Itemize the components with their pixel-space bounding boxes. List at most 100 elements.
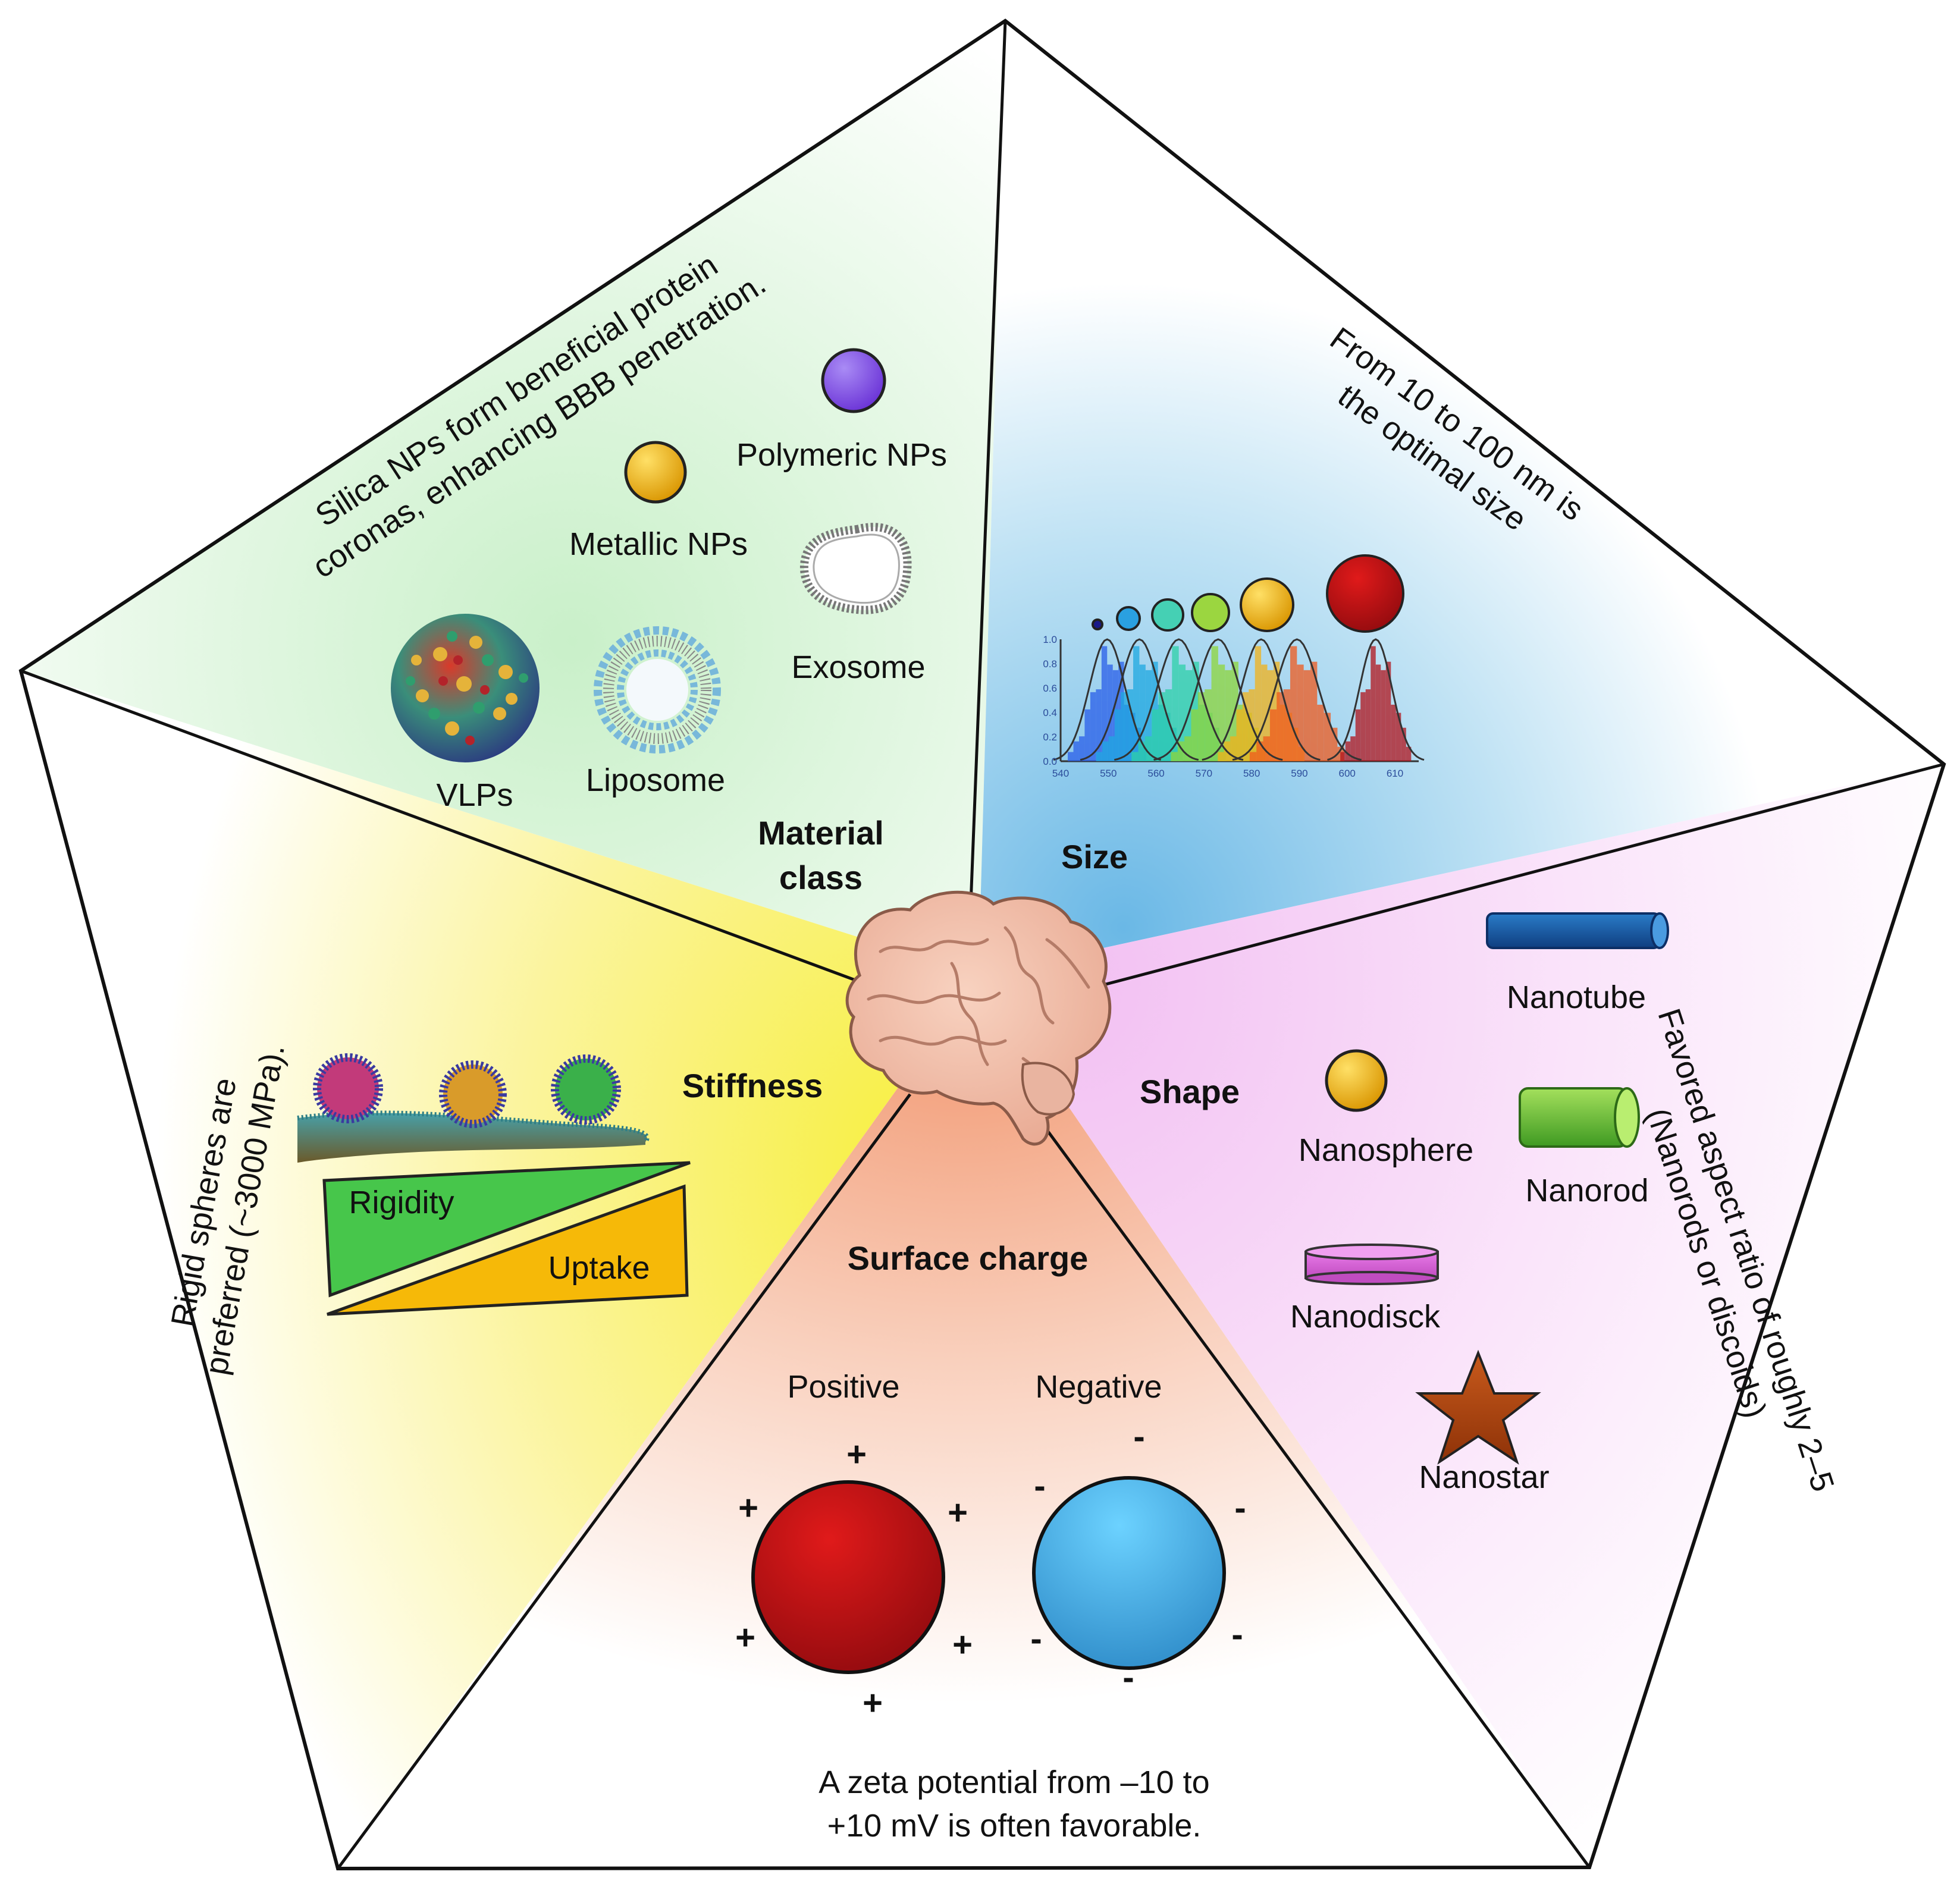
- size-histogram-bar: [1317, 704, 1324, 761]
- size-histogram-bar: [1096, 689, 1102, 761]
- svg-text:-: -: [1034, 1467, 1045, 1505]
- size-histogram-bar: [1090, 692, 1096, 761]
- nanotube-label: Nanotube: [1507, 979, 1646, 1015]
- size-histogram-bar: [1385, 661, 1391, 761]
- size-histogram-bar: [1101, 646, 1108, 761]
- material-class-sector: [21, 21, 1005, 975]
- size-y-tick: 0.2: [1043, 731, 1057, 743]
- nanostar-icon: [1415, 1349, 1541, 1465]
- svg-text:+: +: [735, 1618, 755, 1657]
- size-y-tick: 1.0: [1043, 634, 1057, 645]
- size-histogram-bar: [1345, 741, 1351, 761]
- size-histogram-bar: [1127, 689, 1134, 761]
- positive-particle: [751, 1480, 945, 1674]
- svg-text:-: -: [1234, 1489, 1246, 1527]
- size-histogram-bar: [1331, 727, 1338, 761]
- size-histogram-bar: [1303, 670, 1311, 761]
- nanostar-label: Nanostar: [1419, 1459, 1549, 1495]
- size-fit-curve: [1232, 638, 1362, 761]
- size-histogram-bar: [1108, 736, 1115, 761]
- size-particle-scale: [1092, 554, 1404, 633]
- nanodisck-label: Nanodisck: [1290, 1299, 1441, 1335]
- size-histogram-bar: [1261, 664, 1268, 761]
- svg-text:-: -: [1133, 1417, 1144, 1456]
- size-histogram-bar: [1211, 646, 1218, 761]
- size-histogram-bar: [1406, 746, 1412, 761]
- pentagon-outline: [18, 18, 1946, 1871]
- size-histogram-bar: [1102, 741, 1109, 761]
- membrane-with-particles-icon: [297, 1053, 650, 1163]
- size-histogram-bar: [1107, 664, 1113, 761]
- size-histogram-bar: [1381, 670, 1386, 761]
- size-fit-curve: [1053, 638, 1161, 761]
- size-histogram-bar: [1256, 741, 1263, 761]
- exosome-icon: [799, 523, 912, 614]
- size-x-tick: 570: [1196, 768, 1212, 779]
- svg-text:+: +: [952, 1625, 973, 1664]
- svg-text:+: +: [948, 1493, 968, 1532]
- uptake-wedge: [327, 1184, 689, 1316]
- surface-charge-title: Surface charge: [848, 1239, 1089, 1277]
- size-panel: Size From 10 to 100 nm is the optimal si…: [1043, 321, 1590, 875]
- size-histogram-bar: [1131, 752, 1139, 761]
- size-histogram-bar: [1114, 709, 1121, 761]
- size-histogram-bar: [1144, 736, 1152, 761]
- svg-text:-: -: [1231, 1615, 1243, 1654]
- size-histogram-bar: [1401, 727, 1406, 761]
- size-histogram-bar: [1297, 664, 1304, 761]
- size-histogram-bar: [1218, 664, 1225, 761]
- size-y-tick: 0.0: [1043, 756, 1057, 767]
- svg-text:+: +: [846, 1435, 867, 1474]
- polymeric-np-label: Polymeric NPs: [736, 437, 947, 473]
- vlp-label: VLPs: [436, 777, 513, 813]
- size-histogram-bar: [1365, 689, 1371, 761]
- size-histogram-bar: [1158, 692, 1165, 761]
- surface-charge-note-line1: A zeta potential from –10 to: [819, 1764, 1209, 1800]
- size-histogram-bar: [1084, 709, 1090, 761]
- surface-charge-sector: [338, 975, 1589, 1869]
- size-histogram-bar: [1205, 689, 1212, 761]
- size-histogram-bar: [1096, 752, 1103, 761]
- metallic-np-label: Metallic NPs: [569, 526, 748, 562]
- uptake-label: Uptake: [548, 1250, 650, 1286]
- negative-particle: [1032, 1476, 1226, 1670]
- negative-label: Negative: [1035, 1369, 1162, 1405]
- rigidity-label: Rigidity: [349, 1185, 454, 1220]
- size-histogram-bar: [1242, 692, 1249, 761]
- size-histogram-bar: [1375, 664, 1381, 761]
- size-histogram-bar: [1178, 664, 1186, 761]
- size-x-tick: 590: [1291, 768, 1307, 779]
- size-histogram-bar: [1218, 752, 1224, 761]
- size-histogram-bar: [1350, 736, 1356, 761]
- vlp-icon: [391, 614, 540, 762]
- size-x-tick: 540: [1052, 768, 1069, 779]
- size-histogram-bar: [1138, 741, 1145, 761]
- size-histogram-bar: [1191, 709, 1198, 761]
- size-fit-curve: [1080, 638, 1199, 761]
- size-histogram-bar: [1171, 752, 1178, 761]
- size-histogram-bar: [1197, 692, 1205, 761]
- size-histogram-bar: [1078, 736, 1085, 761]
- material-class-title-line2: class: [779, 859, 863, 896]
- exosome-label: Exosome: [791, 649, 925, 685]
- size-title: Size: [1061, 838, 1128, 875]
- metallic-np-icon: [624, 441, 687, 504]
- svg-text:+: +: [863, 1684, 883, 1722]
- size-fit-curve: [1327, 638, 1425, 761]
- size-histogram-bar: [1290, 646, 1297, 761]
- size-histogram-bar: [1395, 712, 1401, 761]
- size-histogram-bar: [1360, 692, 1366, 761]
- negative-charges: - - - - - -: [1030, 1417, 1246, 1697]
- svg-text:-: -: [1030, 1619, 1042, 1658]
- size-histogram-bar: [1165, 689, 1172, 761]
- size-histogram-bar: [1073, 741, 1079, 761]
- size-histogram-bar: [1068, 752, 1074, 761]
- sector-dividers: [20, 20, 1945, 1870]
- size-x-tick: 600: [1339, 768, 1356, 779]
- size-histogram-bar: [1172, 646, 1179, 761]
- surface-charge-note-line2: +10 mV is often favorable.: [827, 1808, 1202, 1844]
- nanosphere-icon: [1325, 1049, 1388, 1112]
- liposome-label: Liposome: [586, 762, 725, 798]
- shape-title: Shape: [1140, 1073, 1240, 1110]
